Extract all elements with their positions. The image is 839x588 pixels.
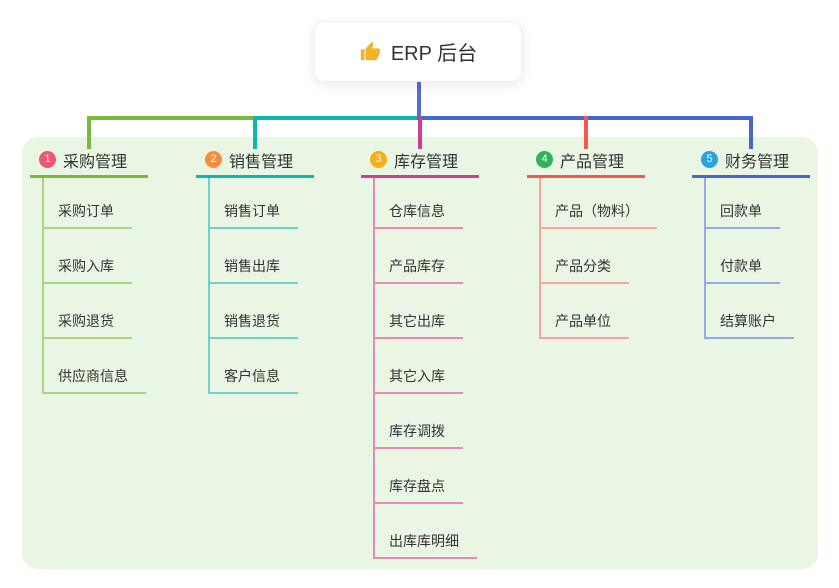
child-node-label: 销售退货 [224,313,280,329]
branch-header[interactable]: 2 销售管理 [196,144,314,178]
branch-label: 库存管理 [394,153,459,171]
child-node-label: 采购订单 [58,203,114,219]
child-node[interactable]: 供应商信息 [44,339,146,394]
branch-column: 4 产品管理 产品（物料） 产品分类 产品单位 [527,144,657,339]
child-node[interactable]: 产品库存 [375,229,463,284]
child-node[interactable]: 回款单 [706,178,780,229]
child-node-label: 采购入库 [58,258,114,274]
branch-header[interactable]: 5 财务管理 [692,144,810,178]
child-node[interactable]: 库存调拨 [375,394,463,449]
branch-children: 产品（物料） 产品分类 产品单位 [539,178,657,339]
branch-children: 仓库信息 产品库存 其它出库 其它入库 库存调拨 库存盘点 出库库明细 [373,178,477,559]
branch-column: 3 库存管理 仓库信息 产品库存 其它出库 其它入库 库存调拨 库存盘点 出库库… [361,144,481,559]
child-node-label: 供应商信息 [58,368,128,384]
child-node[interactable]: 产品单位 [541,284,629,339]
branch-number-badge: 1 [39,151,56,168]
branch-number-badge: 5 [701,151,718,168]
child-node-label: 采购退货 [58,313,114,329]
child-node[interactable]: 产品（物料） [541,178,657,229]
root-title: ERP 后台 [390,43,478,65]
child-node-label: 产品库存 [389,258,445,274]
child-node-label: 销售出库 [224,258,280,274]
child-node[interactable]: 其它入库 [375,339,463,394]
branch-label: 采购管理 [63,153,128,171]
child-node-label: 库存调拨 [389,423,445,439]
child-node-label: 库存盘点 [389,478,445,494]
child-node-label: 客户信息 [224,368,280,384]
branch-number-badge: 4 [536,151,553,168]
child-node-label: 产品单位 [555,313,611,329]
child-node[interactable]: 销售退货 [210,284,298,339]
child-node[interactable]: 结算账户 [706,284,794,339]
branch-column: 1 采购管理 采购订单 采购入库 采购退货 供应商信息 [30,144,150,394]
branch-label: 财务管理 [725,153,790,171]
branch-number-badge: 2 [205,151,222,168]
child-node-label: 出库库明细 [389,533,459,549]
branch-column: 5 财务管理 回款单 付款单 结算账户 [692,144,812,339]
child-node[interactable]: 库存盘点 [375,449,463,504]
mindmap-canvas-panel [22,137,818,569]
child-node[interactable]: 销售订单 [210,178,298,229]
child-node-label: 仓库信息 [389,203,445,219]
child-node-label: 其它出库 [389,313,445,329]
child-node[interactable]: 其它出库 [375,284,463,339]
child-node-label: 回款单 [720,203,762,219]
child-node[interactable]: 采购退货 [44,284,132,339]
child-node-label: 产品分类 [555,258,611,274]
branch-children: 采购订单 采购入库 采购退货 供应商信息 [42,178,146,394]
child-node-label: 销售订单 [224,203,280,219]
branch-header[interactable]: 3 库存管理 [361,144,479,178]
branch-number-badge: 3 [370,151,387,168]
child-node[interactable]: 仓库信息 [375,178,463,229]
branch-label: 产品管理 [560,153,625,171]
child-node[interactable]: 采购订单 [44,178,132,229]
branch-header[interactable]: 4 产品管理 [527,144,645,178]
branch-children: 回款单 付款单 结算账户 [704,178,794,339]
child-node-label: 结算账户 [720,313,776,329]
mindmap-root-node[interactable]: ERP 后台 [314,21,522,82]
branch-children: 销售订单 销售出库 销售退货 客户信息 [208,178,298,394]
branch-label: 销售管理 [229,153,294,171]
child-node[interactable]: 采购入库 [44,229,132,284]
branch-column: 2 销售管理 销售订单 销售出库 销售退货 客户信息 [196,144,316,394]
child-node[interactable]: 付款单 [706,229,780,284]
child-node[interactable]: 产品分类 [541,229,629,284]
child-node[interactable]: 销售出库 [210,229,298,284]
branch-header[interactable]: 1 采购管理 [30,144,148,178]
child-node-label: 产品（物料） [555,203,639,219]
child-node-label: 付款单 [720,258,762,274]
child-node-label: 其它入库 [389,368,445,384]
child-node[interactable]: 客户信息 [210,339,298,394]
child-node[interactable]: 出库库明细 [375,504,477,559]
thumbs-up-icon [360,41,380,60]
